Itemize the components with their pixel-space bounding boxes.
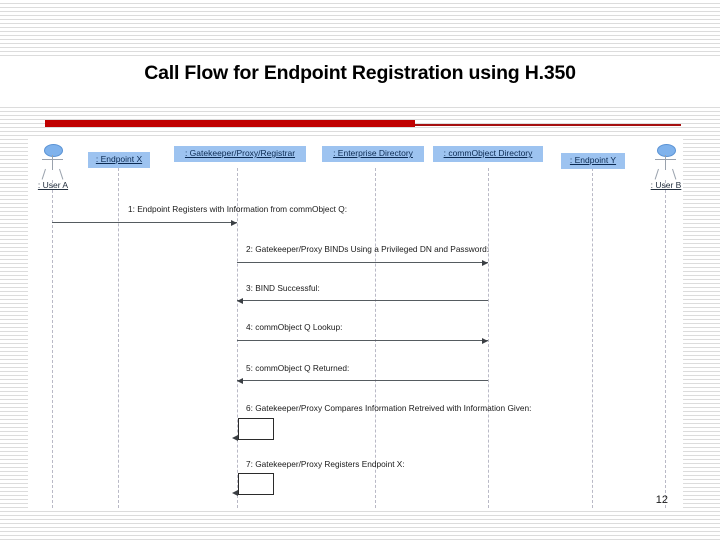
- lifeline-6: [665, 180, 666, 508]
- lifeline-header-box[interactable]: : Endpoint Y: [561, 153, 625, 169]
- actor-head-icon: [657, 144, 676, 157]
- arrow-head-4: [482, 338, 488, 344]
- title-band: [0, 56, 720, 104]
- lifeline-5: [592, 168, 593, 508]
- lifeline-3: [375, 168, 376, 508]
- lifeline-2: [237, 168, 238, 508]
- page-title: Call Flow for Endpoint Registration usin…: [144, 62, 576, 84]
- lifeline-0: [52, 180, 53, 508]
- arrow-head-7: [232, 490, 238, 496]
- lifeline-1: [118, 168, 119, 508]
- message-label-5: 5: commObject Q Returned:: [246, 363, 350, 373]
- arrow-head-2: [482, 260, 488, 266]
- message-label-3: 3: BIND Successful:: [246, 283, 320, 293]
- lifeline-4: [488, 168, 489, 508]
- message-label-7: 7: Gatekeeper/Proxy Registers Endpoint X…: [246, 459, 405, 469]
- message-arrow-4: [237, 340, 488, 341]
- arrow-head-3: [237, 298, 243, 304]
- title-rule-accent: [45, 120, 415, 127]
- message-label-6: 6: Gatekeeper/Proxy Compares Information…: [246, 403, 532, 413]
- self-message-loop-6: [238, 418, 274, 440]
- page-number: 12: [655, 494, 668, 506]
- lifeline-header-box[interactable]: : Enterprise Directory: [322, 146, 424, 162]
- lifeline-header-label: : Enterprise Directory: [333, 148, 413, 158]
- arrow-head-5: [237, 378, 243, 384]
- lifeline-header-label: : Endpoint Y: [569, 155, 617, 165]
- diagram-panel: [28, 138, 683, 510]
- lifeline-header-box[interactable]: : Endpoint X: [88, 152, 150, 168]
- message-arrow-1: [52, 222, 237, 223]
- message-arrow-2: [237, 262, 488, 263]
- arrow-head-6: [232, 435, 238, 441]
- lifeline-header-label: : Gatekeeper/Proxy/Registrar: [184, 148, 296, 158]
- message-label-2: 2: Gatekeeper/Proxy BINDs Using a Privil…: [246, 244, 490, 254]
- actor-arms: [655, 159, 676, 160]
- lifeline-header-label: : commObject Directory: [443, 148, 533, 158]
- self-message-loop-7: [238, 473, 274, 495]
- message-label-1: 1: Endpoint Registers with Information f…: [128, 204, 348, 214]
- lifeline-header-box[interactable]: : Gatekeeper/Proxy/Registrar: [174, 146, 306, 162]
- actor-label: : User A: [37, 180, 69, 190]
- message-label-4: 4: commObject Q Lookup:: [246, 322, 343, 332]
- message-arrow-5: [237, 380, 488, 381]
- lifeline-header-label: : Endpoint X: [95, 154, 143, 164]
- actor-body: [52, 155, 53, 170]
- message-arrow-3: [237, 300, 488, 301]
- actor-body: [665, 155, 666, 170]
- actor-head-icon: [44, 144, 63, 157]
- actor-label: : User B: [650, 180, 682, 190]
- arrow-head-1: [231, 220, 237, 226]
- actor-arms: [42, 159, 63, 160]
- lifeline-header-box[interactable]: : commObject Directory: [433, 146, 543, 162]
